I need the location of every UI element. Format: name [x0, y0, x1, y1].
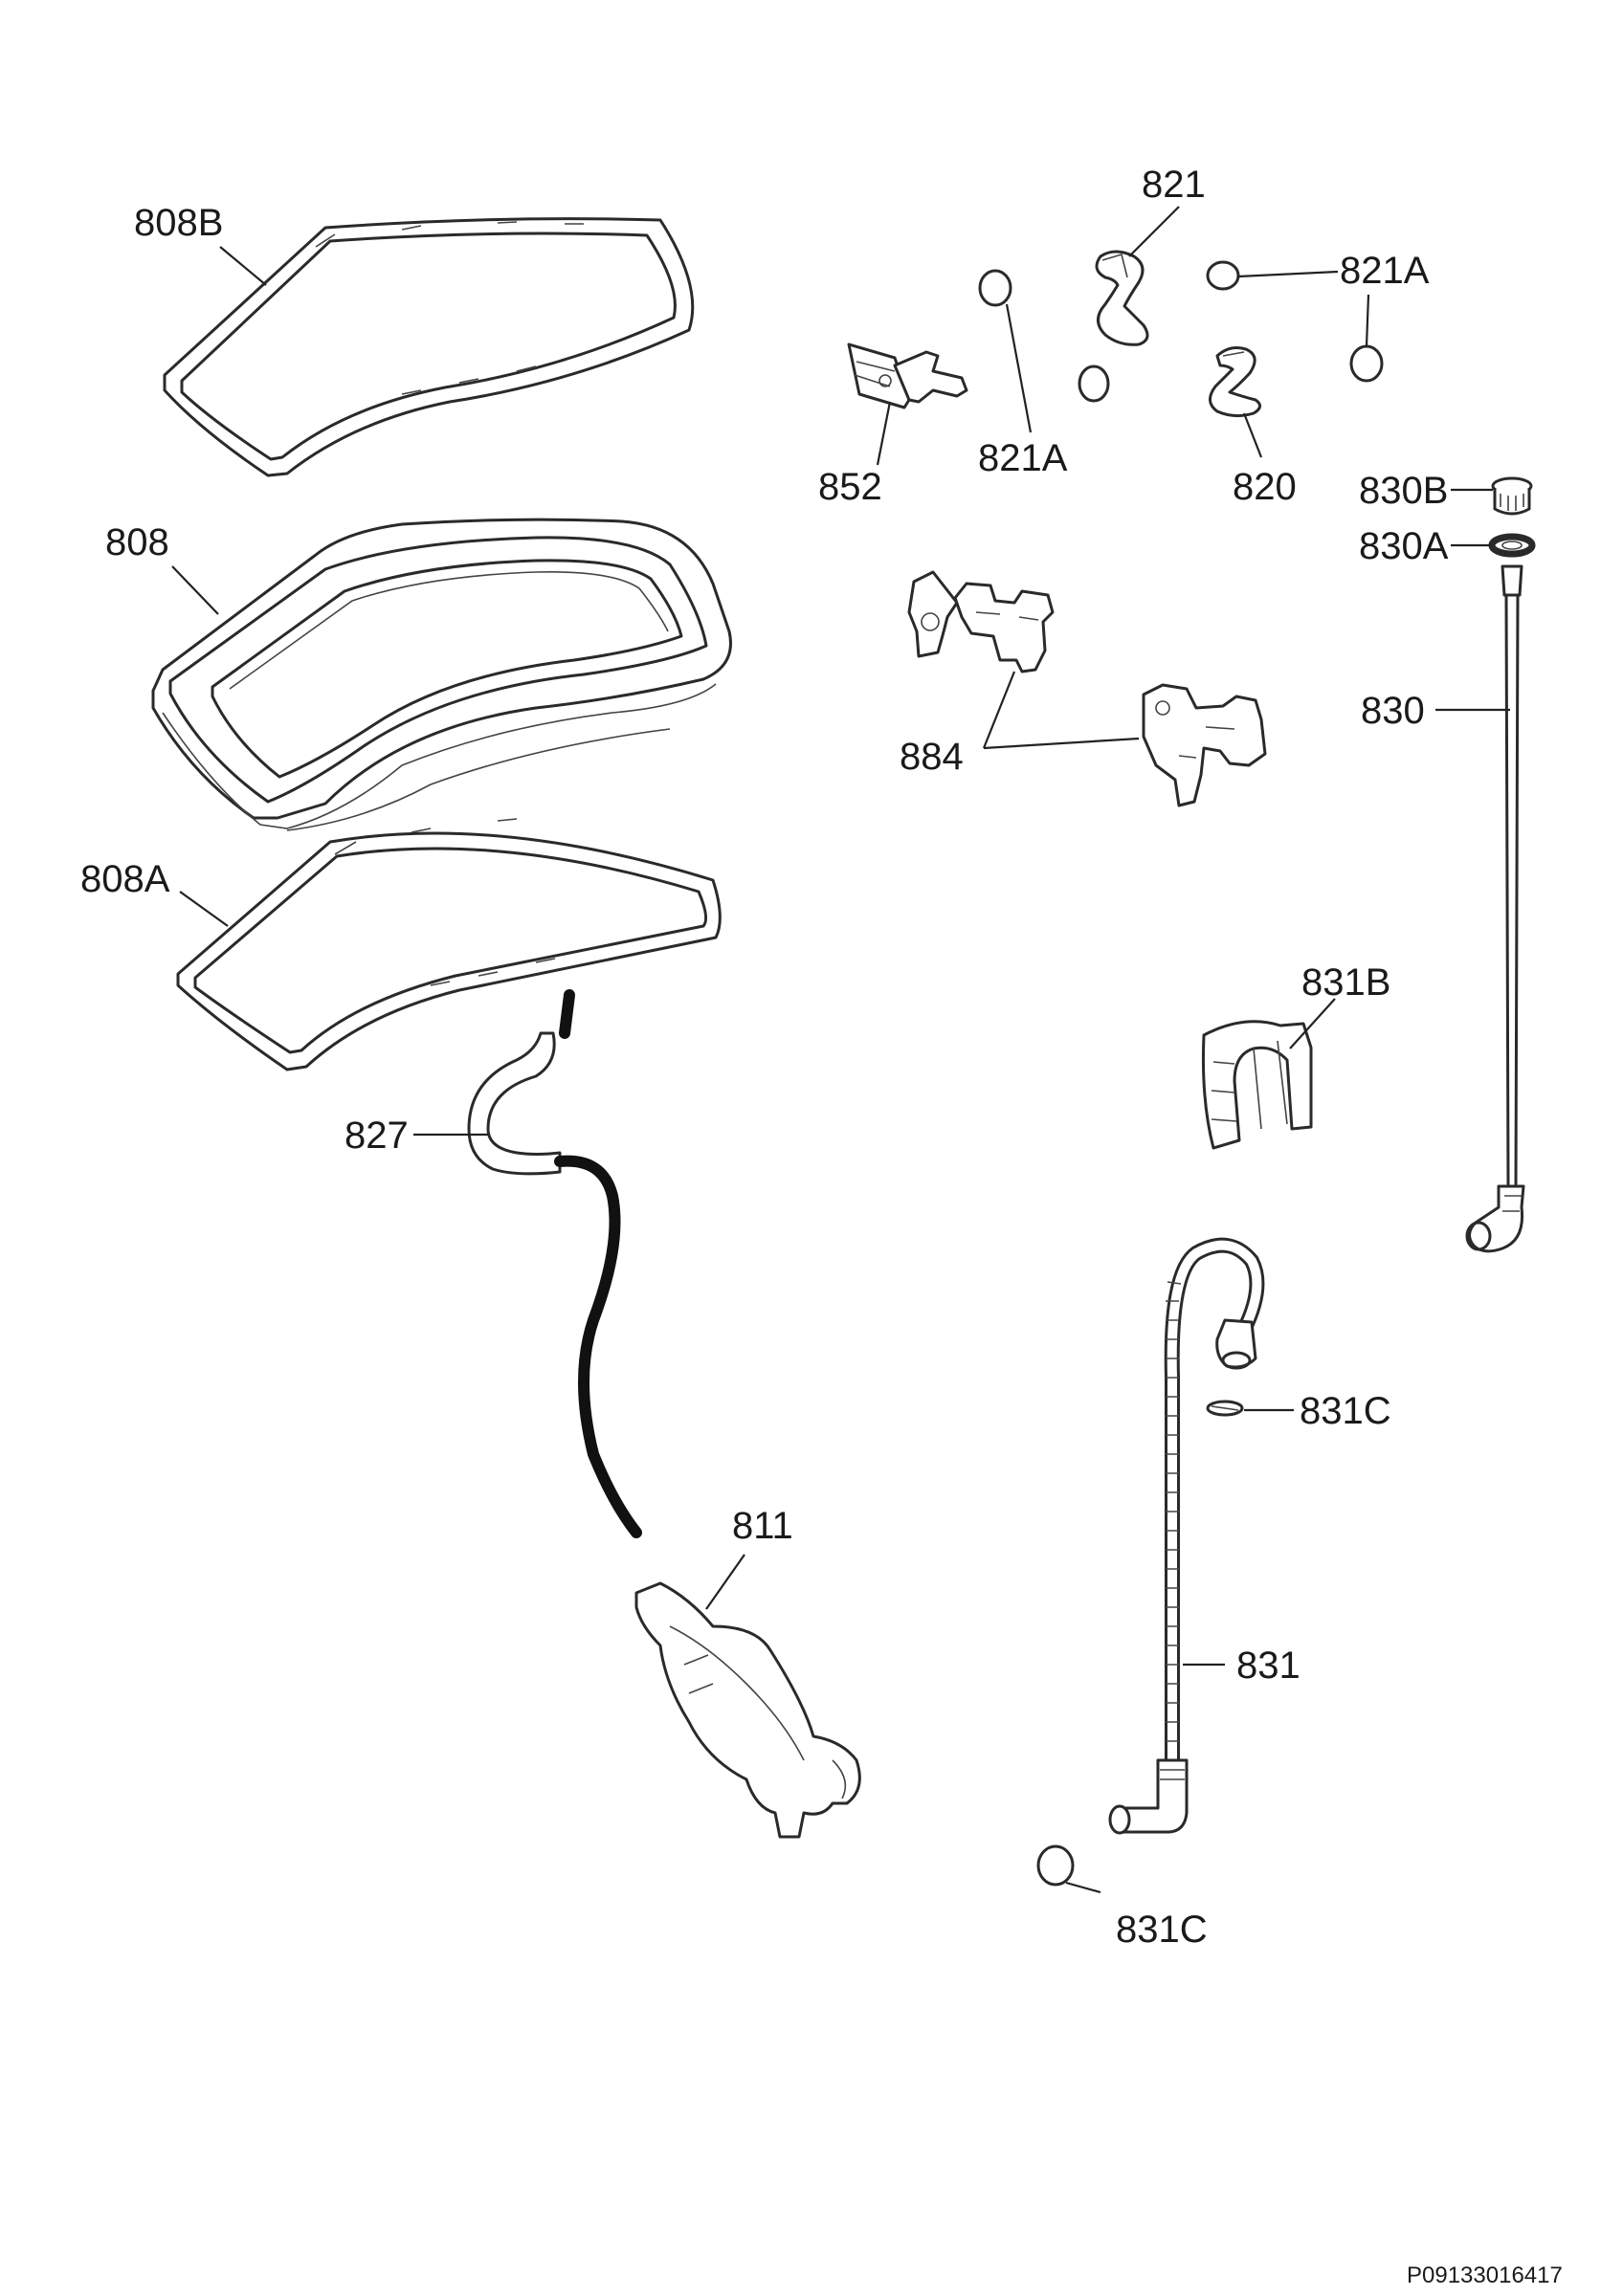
part-821a-clamp-3 [1078, 364, 1110, 403]
label-831c-bottom: 831C [1116, 1909, 1208, 1951]
leader-808a [179, 891, 229, 927]
part-831b-hose-hook [1201, 1020, 1313, 1150]
part-831c-clamp-top [1206, 1400, 1244, 1417]
part-821-hose [1095, 250, 1149, 346]
leader-821 [1128, 206, 1180, 257]
label-831c-top: 831C [1300, 1390, 1391, 1432]
part-831-drain-hose [1108, 1237, 1265, 1835]
leader-821a-right-2 [1365, 294, 1370, 347]
label-808: 808 [105, 521, 169, 563]
leader-821a-right-1 [1237, 270, 1339, 278]
label-821: 821 [1142, 164, 1206, 206]
label-884: 884 [900, 736, 964, 778]
leader-811 [705, 1554, 745, 1610]
part-808b-gasket-frame [163, 217, 695, 477]
label-830b: 830B [1359, 470, 1448, 512]
part-821a-clamp-2 [1206, 260, 1240, 291]
label-820: 820 [1233, 466, 1297, 508]
label-830a: 830A [1359, 525, 1449, 567]
part-831c-clamp-bottom [1036, 1844, 1075, 1887]
leader-852 [876, 401, 892, 466]
leader-884 [982, 671, 1140, 750]
part-811-nozzle [634, 1581, 861, 1839]
leader-820 [1242, 412, 1263, 458]
part-808-door-seal [151, 518, 732, 831]
leader-808 [171, 565, 219, 615]
label-831b: 831B [1301, 961, 1390, 1004]
label-821a-mid: 821A [978, 437, 1068, 479]
leader-808b [219, 246, 267, 286]
part-821a-clamp-1 [978, 269, 1012, 307]
label-852: 852 [818, 466, 882, 508]
label-811: 811 [732, 1505, 793, 1547]
label-831: 831 [1236, 1645, 1301, 1687]
label-808a: 808A [80, 858, 170, 900]
leader-831b [1289, 998, 1336, 1049]
part-830-inlet-hose [1465, 564, 1525, 1253]
part-852-bracket [847, 342, 968, 409]
part-808a-gasket-frame [176, 818, 722, 1071]
label-827: 827 [345, 1115, 409, 1157]
part-827-hose [467, 989, 642, 1538]
part-884-bracket-2 [1142, 683, 1267, 807]
label-821a-right: 821A [1340, 250, 1430, 292]
part-821a-clamp-4 [1349, 344, 1384, 383]
part-884-bracket-1 [907, 570, 1055, 673]
part-830a-washer [1488, 533, 1536, 558]
drawing-code: P09133016417 [1407, 2263, 1563, 2288]
label-808b: 808B [134, 202, 223, 244]
leader-821a-mid [1005, 303, 1033, 433]
label-830: 830 [1361, 690, 1425, 732]
leader-831c-bottom [1065, 1881, 1101, 1894]
part-820-hose [1209, 346, 1261, 418]
part-830b-nut [1491, 476, 1533, 516]
